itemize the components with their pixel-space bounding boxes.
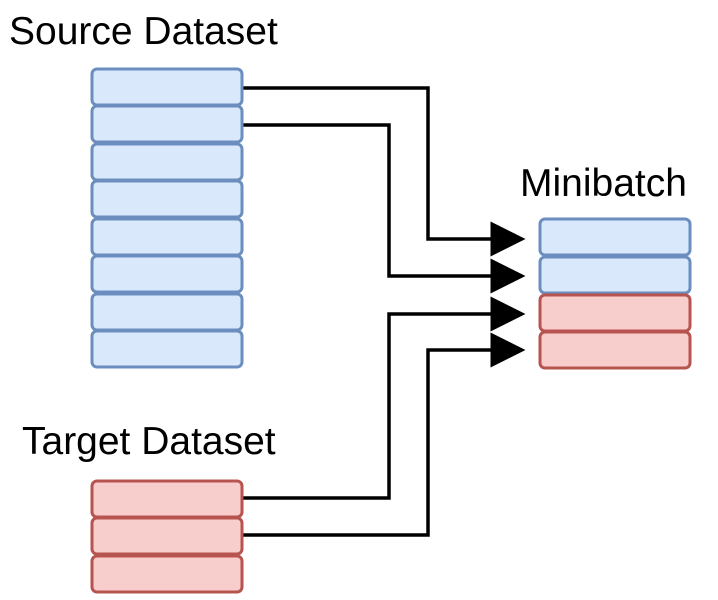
target-row <box>90 516 244 556</box>
target-row <box>90 479 244 519</box>
source-row <box>90 329 244 369</box>
target-dataset-stack <box>90 479 244 594</box>
arrow-source-row1-to-minibatch-row1 <box>242 86 526 257</box>
source-row <box>90 104 244 144</box>
source-row <box>90 292 244 332</box>
connectors <box>242 86 526 537</box>
arrow-target-row1-to-minibatch-row3 <box>242 296 526 500</box>
source-row <box>90 254 244 294</box>
source-dataset-title: Source Dataset <box>9 10 278 53</box>
minibatch-row-target <box>538 330 692 370</box>
arrow-source-row2-to-minibatch-row2 <box>242 123 526 294</box>
minibatch-title: Minibatch <box>520 162 687 205</box>
source-row <box>90 179 244 219</box>
source-row <box>90 142 244 182</box>
minibatch-row-target <box>538 293 692 333</box>
minibatch-row-source <box>538 217 692 257</box>
arrow-target-row2-to-minibatch-row4 <box>242 332 526 537</box>
minibatch-row-source <box>538 255 692 295</box>
source-row <box>90 217 244 257</box>
source-row <box>90 67 244 107</box>
source-dataset-stack <box>90 67 244 369</box>
target-row <box>90 554 244 594</box>
target-dataset-title: Target Dataset <box>22 420 276 463</box>
minibatch-stack <box>538 217 692 370</box>
